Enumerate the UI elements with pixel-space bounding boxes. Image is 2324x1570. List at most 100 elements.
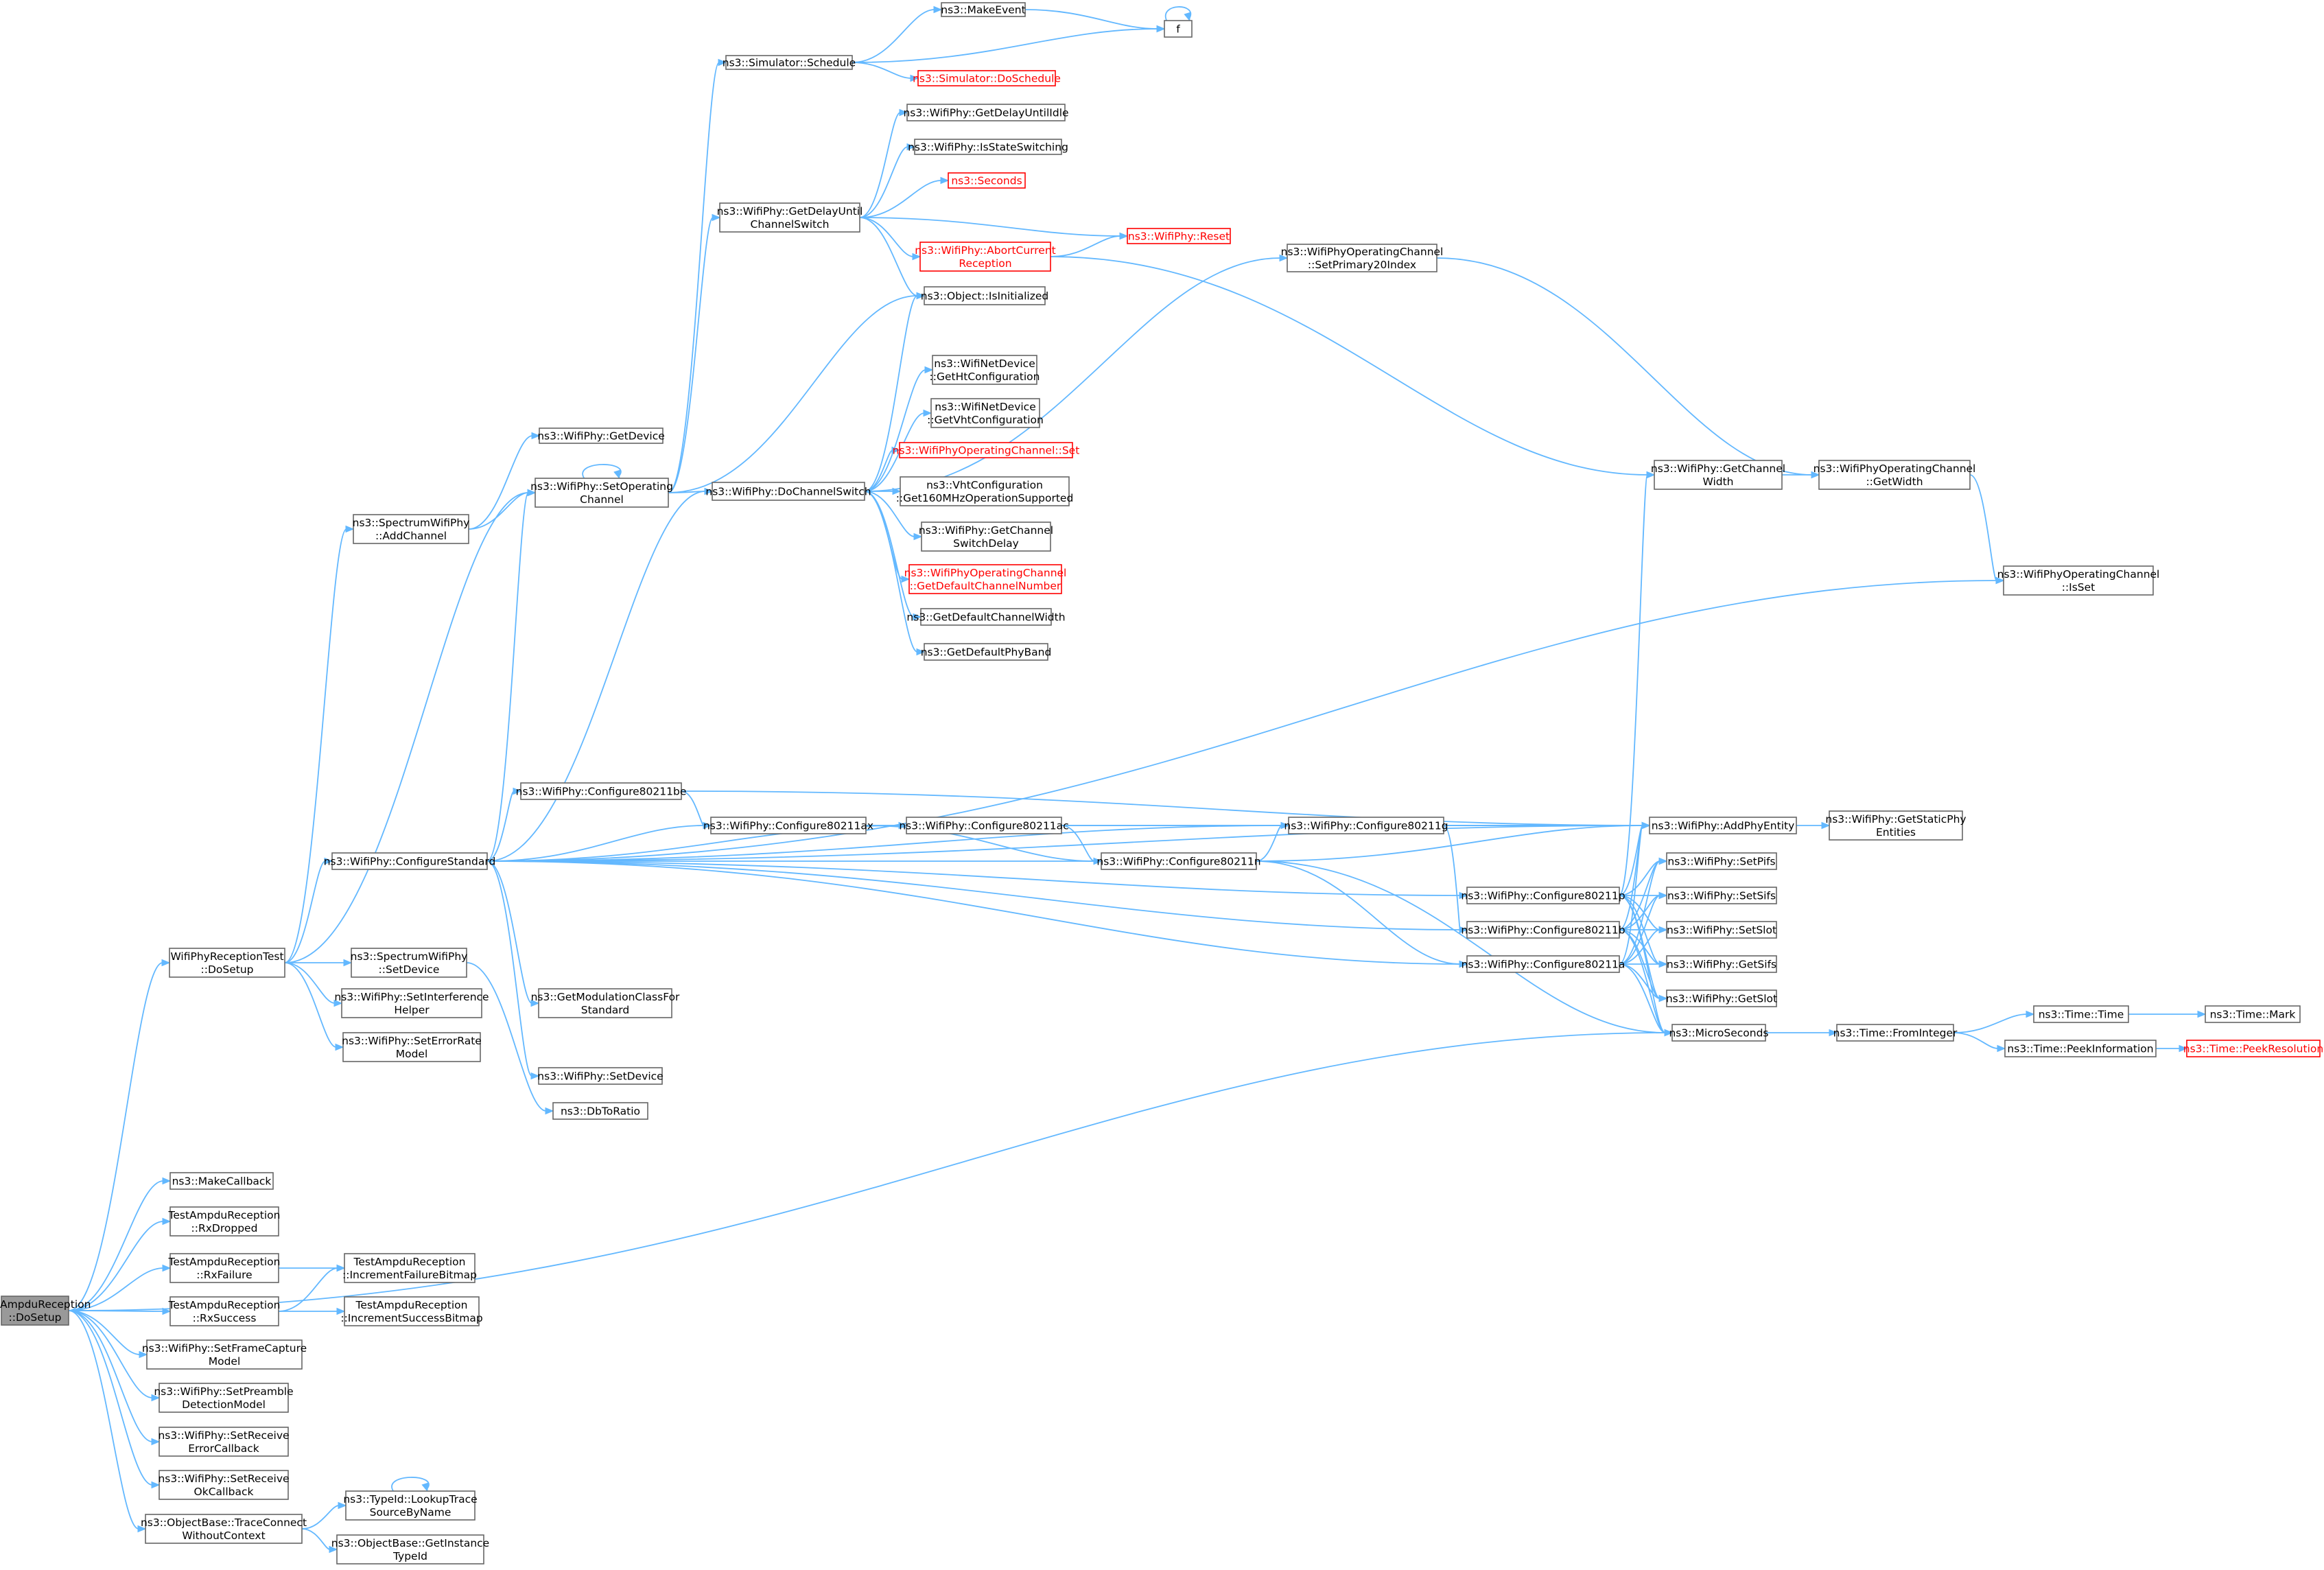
node-ns3-wifiphy-setsifs[interactable]: ns3::WifiPhy::SetSifs <box>1666 887 1777 904</box>
node-box <box>1671 1024 1766 1042</box>
node-ns3-wifinetdevice-getvhtconfiguration[interactable]: ns3::WifiNetDevice::GetVhtConfiguration <box>927 398 1044 428</box>
edge-line <box>468 435 533 530</box>
node-label: ns3::ObjectBase::GetInstance <box>331 1537 489 1549</box>
node-ns3-wifiphy-configure80211b[interactable]: ns3::WifiPhy::Configure80211b <box>1461 921 1625 939</box>
node-ns3-spectrumwifiphy-addchannel[interactable]: ns3::SpectrumWifiPhy::AddChannel <box>353 514 470 544</box>
node-ns3-wifinetdevice-gethtconfiguration[interactable]: ns3::WifiNetDevice::GetHtConfiguration <box>930 355 1040 385</box>
node-ns3-spectrumwifiphy-setdevice[interactable]: ns3::SpectrumWifiPhy::SetDevice <box>351 948 468 978</box>
edge-arrowhead <box>335 1043 344 1051</box>
node-ns3-dbtoratio[interactable]: ns3::DbToRatio <box>552 1102 648 1120</box>
node-ns3-wifiphy-configure80211p[interactable]: ns3::WifiPhy::Configure80211p <box>1461 887 1625 904</box>
edge-cfga-to-getsifs <box>1619 960 1668 968</box>
edge-line <box>1024 9 1158 30</box>
node-label: ns3::Object::IsInitialized <box>921 290 1048 303</box>
node-testampdureception-dosetup[interactable]: TestAmpduReception::DoSetup <box>0 1296 91 1326</box>
edge-line <box>864 295 918 492</box>
node-label: WifiPhyReceptionTest <box>170 950 283 963</box>
node-ns3-makecallback[interactable]: ns3::MakeCallback <box>169 1172 274 1190</box>
node-ns3-wifiphy-configure80211n[interactable]: ns3::WifiPhy::Configure80211n <box>1096 852 1261 870</box>
edge-arrowhead <box>1119 232 1129 240</box>
node-ns3-object-isinitialized[interactable]: ns3::Object::IsInitialized <box>921 286 1048 305</box>
node-ns3-wifiphyoperatingchannel-getdefaultchannelnumber[interactable]: ns3::WifiPhyOperatingChannel::GetDefault… <box>904 564 1067 594</box>
node-ns3-wifiphy-setpifs[interactable]: ns3::WifiPhy::SetPifs <box>1666 852 1777 870</box>
node-f[interactable]: f <box>1164 20 1193 38</box>
node-ns3-wifiphy-getdelayuntilidle[interactable]: ns3::WifiPhy::GetDelayUntilIdle <box>903 104 1069 121</box>
node-ns3-time-frominteger[interactable]: ns3::Time::FromInteger <box>1833 1024 1958 1042</box>
node-label: ns3::WifiPhy::Configure80211ac <box>899 820 1068 832</box>
node-ns3-wifiphy-getdevice[interactable]: ns3::WifiPhy::GetDevice <box>537 427 665 444</box>
node-ns3-wifiphy-configure80211be[interactable]: ns3::WifiPhy::Configure80211be <box>516 782 687 800</box>
node-wifiphyreceptiontest-dosetup[interactable]: WifiPhyReceptionTest::DoSetup <box>169 948 285 978</box>
node-ns3-wifiphyoperatingchannel-set[interactable]: ns3::WifiPhyOperatingChannel::Set <box>893 442 1080 458</box>
node-label: ns3::SpectrumWifiPhy <box>351 950 468 963</box>
node-box <box>1101 852 1257 870</box>
node-label: Helper <box>394 1004 430 1016</box>
node-ns3-wifiphy-isstateswitching[interactable]: ns3::WifiPhy::IsStateSwitching <box>908 139 1068 155</box>
node-ns3-seconds[interactable]: ns3::Seconds <box>948 172 1026 189</box>
node-ns3-time-time[interactable]: ns3::Time::Time <box>2033 1005 2129 1023</box>
node-label: ns3::WifiPhyOperatingChannel::Set <box>893 445 1080 457</box>
node-ns3-wifiphy-setdevice[interactable]: ns3::WifiPhy::SetDevice <box>537 1067 664 1085</box>
node-ns3-wifiphyoperatingchannel-getwidth[interactable]: ns3::WifiPhyOperatingChannel::GetWidth <box>1814 460 1976 490</box>
node-ns3-makeevent[interactable]: ns3::MakeEvent <box>941 2 1026 17</box>
node-testampdureception-rxfailure[interactable]: TestAmpduReception::RxFailure <box>168 1253 281 1283</box>
edge-line <box>486 491 706 862</box>
node-ns3-getdefaultphyband[interactable]: ns3::GetDefaultPhyBand <box>921 643 1052 661</box>
edge-traceconn-to-getinsttype <box>301 1528 338 1554</box>
node-ns3-objectbase-traceconnect-withoutcontext[interactable]: ns3::ObjectBase::TraceConnectWithoutCont… <box>141 1514 307 1544</box>
node-label: Model <box>396 1048 428 1060</box>
node-ns3-wifiphy-configure80211a[interactable]: ns3::WifiPhy::Configure80211a <box>1462 955 1625 973</box>
node-ns3-wifiphy-dochannelswitch[interactable]: ns3::WifiPhy::DoChannelSwitch <box>705 482 871 501</box>
edge-line <box>1619 929 1666 1033</box>
edge-cfga-to-setpifs <box>1619 857 1668 965</box>
node-ns3-wifiphy-addphyentity[interactable]: ns3::WifiPhy::AddPhyEntity <box>1649 817 1797 834</box>
node-ns3-wifiphyoperatingchannel-setprimary20index[interactable]: ns3::WifiPhyOperatingChannel::SetPrimary… <box>1281 244 1444 272</box>
node-ns3-time-mark[interactable]: ns3::Time::Mark <box>2205 1005 2301 1023</box>
node-ns3-microseconds[interactable]: ns3::MicroSeconds <box>1669 1024 1769 1042</box>
edge-line <box>864 449 893 492</box>
node-testampdureception-incrementfailurebitmap[interactable]: TestAmpduReception::IncrementFailureBitm… <box>342 1253 477 1283</box>
node-label: ns3::WifiPhyOperatingChannel <box>1997 568 2160 581</box>
edge-makeevent-to-f <box>1024 9 1166 33</box>
node-label: ns3::WifiPhy::GetDelayUntil <box>717 205 863 218</box>
node-ns3-wifiphy-configure80211ac[interactable]: ns3::WifiPhy::Configure80211ac <box>899 817 1069 834</box>
node-ns3-wifiphy-getsifs[interactable]: ns3::WifiPhy::GetSifs <box>1666 955 1777 973</box>
node-ns3-wifiphyoperatingchannel-isset[interactable]: ns3::WifiPhyOperatingChannel::IsSet <box>1997 565 2160 596</box>
node-testampdureception-incrementsuccessbitmap[interactable]: TestAmpduReception::IncrementSuccessBitm… <box>340 1296 483 1326</box>
node-ns3-wifiphy-reset[interactable]: ns3::WifiPhy::Reset <box>1127 228 1231 244</box>
edge-getdelaych-to-reset <box>859 217 1129 240</box>
edge-line <box>859 146 908 218</box>
node-label: ns3::Seconds <box>951 175 1022 187</box>
node-ns3-wifiphy-configurestandard[interactable]: ns3::WifiPhy::ConfigureStandard <box>324 852 496 870</box>
node-ns3-simulator-schedule[interactable]: ns3::Simulator::Schedule <box>723 55 856 70</box>
edge-recvtest-to-ssetdevice <box>284 959 353 967</box>
node-ns3-wifiphy-getslot[interactable]: ns3::WifiPhy::GetSlot <box>1666 989 1777 1007</box>
node-ns3-wifiphy-configure80211ax[interactable]: ns3::WifiPhy::Configure80211ax <box>703 817 873 834</box>
node-ns3-time-peekinformation[interactable]: ns3::Time::PeekInformation <box>2004 1040 2157 1057</box>
node-testampdureception-rxsuccess[interactable]: TestAmpduReception::RxSuccess <box>168 1296 281 1326</box>
node-ns3-getdefaultchannelwidth[interactable]: ns3::GetDefaultChannelWidth <box>906 608 1066 626</box>
edge-sched-to-f <box>852 25 1166 63</box>
node-ns3-simulator-doschedule[interactable]: ns3::Simulator::DoSchedule <box>913 70 1061 86</box>
node-ns3-wifiphy-configure80211g[interactable]: ns3::WifiPhy::Configure80211g <box>1284 817 1448 834</box>
node-ns3-time-peekresolution[interactable]: ns3::Time::PeekResolution <box>2183 1040 2323 1057</box>
node-ns3-vhtconfiguration-get160mhzoperationsupported[interactable]: ns3::VhtConfiguration::Get160MHzOperatio… <box>896 476 1074 506</box>
node-ns3-wifiphy-setslot[interactable]: ns3::WifiPhy::SetSlot <box>1666 921 1777 939</box>
node-testampdureception-rxdropped[interactable]: TestAmpduReception::RxDropped <box>168 1206 281 1237</box>
